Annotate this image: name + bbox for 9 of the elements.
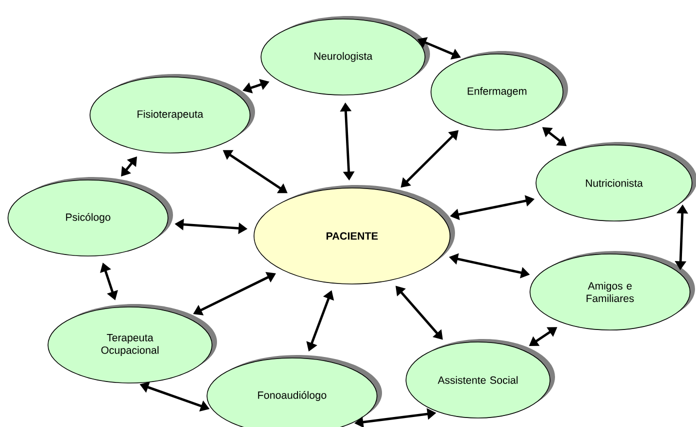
ellipse-node: Amigos e Familiares [530,251,695,330]
ellipse-node: Terapeuta Ocupacional [48,304,217,384]
ellipse-node: Neurologista [260,16,430,96]
ellipse-node: Fonoaudiólogo [206,355,382,427]
ellipse-node: Psicólogo [8,177,173,256]
ellipse-node: Nutricionista [536,142,696,222]
ellipse-node: Enfermagem [430,51,568,130]
ellipse-node: Assistente Social [406,339,555,418]
ellipse-node: Fisioterapeuta [90,74,255,154]
